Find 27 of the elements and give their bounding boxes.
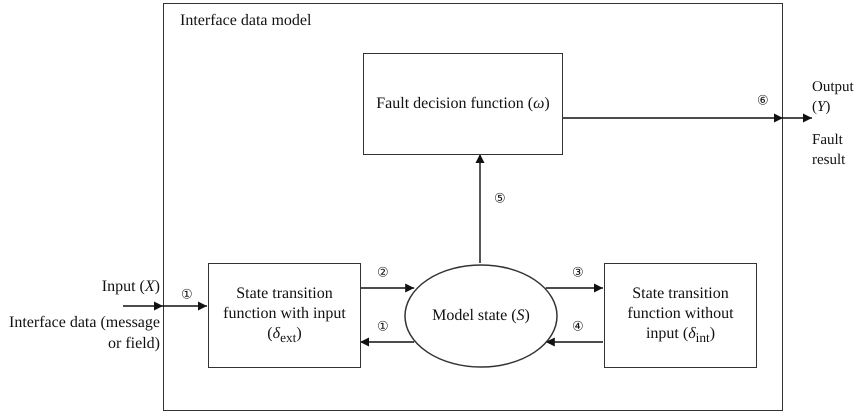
function-box bbox=[208, 263, 361, 368]
node-text: Model state (S) bbox=[431, 306, 531, 326]
model-frame bbox=[163, 3, 783, 411]
frame-heading: Interface data model bbox=[180, 12, 312, 30]
arrow bbox=[360, 338, 414, 346]
node-text: State transition function with input (δ$_{ext}$) bbox=[222, 284, 347, 347]
edge-label: ④ bbox=[571, 320, 585, 332]
port-label: Fault result bbox=[812, 131, 846, 170]
port-label: Output (Y) bbox=[812, 78, 855, 116]
edge-label: ① bbox=[376, 320, 390, 332]
node-text: Fault decision function (ω) bbox=[375, 94, 551, 114]
node-text: State transition function without input (δ$_{int}$) bbox=[626, 284, 735, 347]
port-label: Interface data (message or field) bbox=[8, 313, 160, 354]
function-box bbox=[363, 53, 563, 155]
function-box bbox=[604, 263, 757, 368]
edge-label: ② bbox=[376, 266, 390, 278]
arrow bbox=[562, 114, 812, 122]
edge-label: ① bbox=[180, 288, 194, 300]
arrow bbox=[546, 284, 603, 292]
edge-label: ③ bbox=[571, 266, 585, 278]
arrow bbox=[546, 338, 603, 346]
arrow bbox=[476, 154, 484, 263]
edge-label: ⑤ bbox=[493, 192, 507, 204]
arrow bbox=[123, 302, 207, 310]
arrow bbox=[360, 284, 414, 292]
port-label: Input (X) bbox=[100, 277, 160, 297]
edge-label: ⑥ bbox=[756, 94, 770, 106]
